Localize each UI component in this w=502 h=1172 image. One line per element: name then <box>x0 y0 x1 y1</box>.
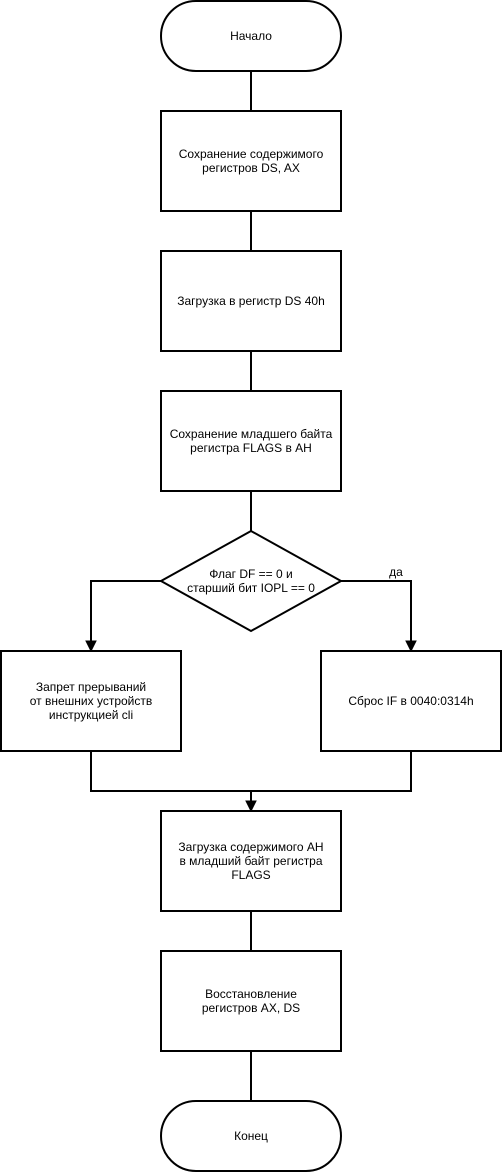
process-shape <box>160 810 342 912</box>
node-label-line: Запрет прерываний <box>36 680 146 694</box>
node-label-line: Восстановление <box>205 987 297 1001</box>
node-label-line: Загрузка содержимого AH <box>178 840 323 854</box>
edge-label-yes: да <box>389 565 403 579</box>
node-label-line: старший бит IOPL == 0 <box>187 581 315 595</box>
node-start: Начало <box>160 0 342 72</box>
node-label-line: Конец <box>234 1129 268 1143</box>
node-reset-if: Сброс IF в 0040:0314h <box>320 650 502 752</box>
process-shape <box>160 390 342 492</box>
process-shape <box>160 950 342 1052</box>
terminator-shape <box>160 0 342 72</box>
connectors <box>85 71 417 1101</box>
edge-decision-no-branch <box>90 580 161 643</box>
arrowhead-disable-int <box>85 640 97 653</box>
node-label-line: в младший байт регистра <box>179 854 322 868</box>
process-shape <box>160 250 342 352</box>
process-shape <box>320 650 502 752</box>
node-label-line: Сохранение содержимого <box>179 147 324 161</box>
edge-reset-if-to-merge <box>251 751 412 792</box>
node-start-label: Начало <box>230 29 272 43</box>
node-reset-if-label: Сброс IF в 0040:0314h <box>348 694 473 708</box>
process-shape <box>160 110 342 212</box>
node-end-label: Конец <box>234 1129 268 1143</box>
arrowhead-reset-if <box>405 640 417 653</box>
node-label-line: регистров AX, DS <box>202 1001 300 1015</box>
node-label-line: Флаг DF == 0 и <box>209 567 293 581</box>
node-label-line: Сброс IF в 0040:0314h <box>348 694 473 708</box>
edge-decision-yes-branch <box>341 580 412 643</box>
node-label-line: регистров DS, AX <box>202 161 300 175</box>
node-load-ds: Загрузка в регистр DS 40h <box>160 250 342 352</box>
node-end: Конец <box>160 1100 342 1172</box>
process-shape <box>0 650 182 752</box>
terminator-shape <box>160 1100 342 1172</box>
node-load-ds-label: Загрузка в регистр DS 40h <box>177 294 325 308</box>
node-label-line: Сохранение младшего байта <box>170 427 333 441</box>
node-label-line: FLAGS <box>231 868 270 882</box>
node-label-line: Начало <box>230 29 272 43</box>
node-label-line: Загрузка в регистр DS 40h <box>177 294 325 308</box>
node-label-line: регистра FLAGS в AH <box>190 441 312 455</box>
arrowhead-load-flags <box>245 800 257 813</box>
edge-disable-int-to-merge <box>90 751 251 792</box>
node-label-line: инструкцией cli <box>49 708 133 722</box>
decision-shape <box>158 529 344 633</box>
node-label-line: от внешних устройств <box>30 694 153 708</box>
